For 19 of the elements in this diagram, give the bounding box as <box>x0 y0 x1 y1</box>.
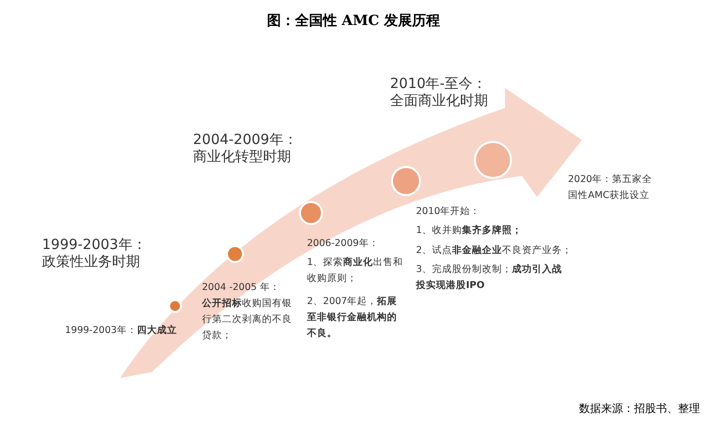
milestone-text: 1、收并购集齐多牌照； <box>416 224 522 238</box>
period-heading: 全面商业化时期 <box>390 93 488 110</box>
source-note: 数据来源：招股书、整理 <box>578 401 700 416</box>
milestone-text: 2004 -2005 年： <box>202 281 280 295</box>
milestone-text: 1、探索商业化出售和收购原则； <box>307 256 404 286</box>
period-heading: 2010年-至今： <box>390 76 487 93</box>
diagram-title: 图：全国性 AMC 发展历程 <box>266 12 442 30</box>
period-heading: 2004-2009年： <box>193 132 298 149</box>
milestone-text: 2、2007年起，拓展至非银行金融机构的不良。 <box>307 295 398 341</box>
milestone-text: 2010年开始： <box>416 205 480 219</box>
milestone-text: 3、完成股份制改制；成功引入战投实现港股IPO <box>416 262 564 293</box>
milestone-text: 2006-2009年： <box>307 237 379 251</box>
milestone-text: 2、试点非金融企业不良资产业务； <box>416 244 572 258</box>
milestone-text: 公开招标收购国有银行第二次剥离的不良贷款； <box>202 297 293 343</box>
milestone-text: 2020年：第五家全国性AMC获批设立 <box>568 173 654 203</box>
period-heading: 商业化转型时期 <box>193 149 291 166</box>
milestone-text: 1999-2003年：四大成立 <box>65 324 177 338</box>
period-heading: 政策性业务时期 <box>42 254 140 271</box>
period-heading: 1999-2003年： <box>42 237 146 254</box>
